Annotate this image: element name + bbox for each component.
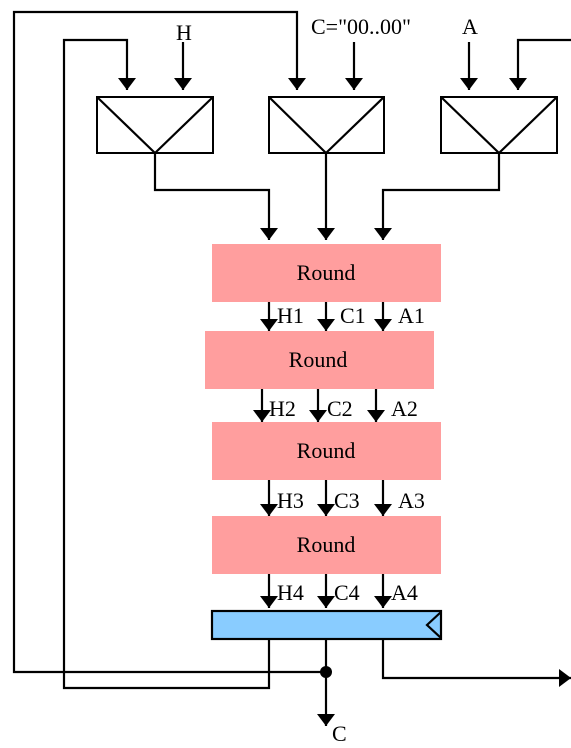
feedback-a-line-in xyxy=(509,38,571,90)
round-label-3: Round xyxy=(297,438,356,463)
feedback-c-line xyxy=(12,10,326,674)
stage-4-a-label: A4 xyxy=(391,580,418,605)
round-block-3: Round xyxy=(212,422,441,480)
stage-2-h-label: H2 xyxy=(269,396,296,421)
mux-a-out xyxy=(374,153,501,240)
stage-1-a-label: A1 xyxy=(398,303,425,328)
stage-1-c-label: C1 xyxy=(340,303,366,328)
stage-2-c-label: C2 xyxy=(327,396,353,421)
round-label-2: Round xyxy=(289,347,348,372)
round-block-4: Round xyxy=(212,516,441,574)
register-clock-icon xyxy=(425,611,442,639)
stage-2-a-label: A2 xyxy=(391,396,418,421)
mux-h xyxy=(96,96,214,155)
round-block-2: Round xyxy=(205,331,434,389)
mux-a xyxy=(440,96,558,155)
stage-4-h-label: H4 xyxy=(277,580,304,605)
feedback-a-line-out xyxy=(381,640,571,687)
feedback-h-line xyxy=(62,38,271,690)
stage-1-h-label: H1 xyxy=(277,303,304,328)
stage-4-c-label: C4 xyxy=(334,580,360,605)
stage-3-a-label: A3 xyxy=(398,488,425,513)
stage-3-h-label: H3 xyxy=(277,488,304,513)
output-register xyxy=(210,609,443,641)
round-label-4: Round xyxy=(297,532,356,557)
round-block-1: Round xyxy=(212,244,441,302)
mux-h-out xyxy=(153,153,278,240)
round-label-1: Round xyxy=(297,260,356,285)
input-a-label: A xyxy=(462,14,478,39)
stage-3-c-label: C3 xyxy=(334,488,360,513)
input-h-label: H xyxy=(176,20,192,45)
output-c-label: C xyxy=(332,721,347,743)
input-c-label: C="00..00" xyxy=(311,14,411,39)
mux-c xyxy=(268,96,385,155)
